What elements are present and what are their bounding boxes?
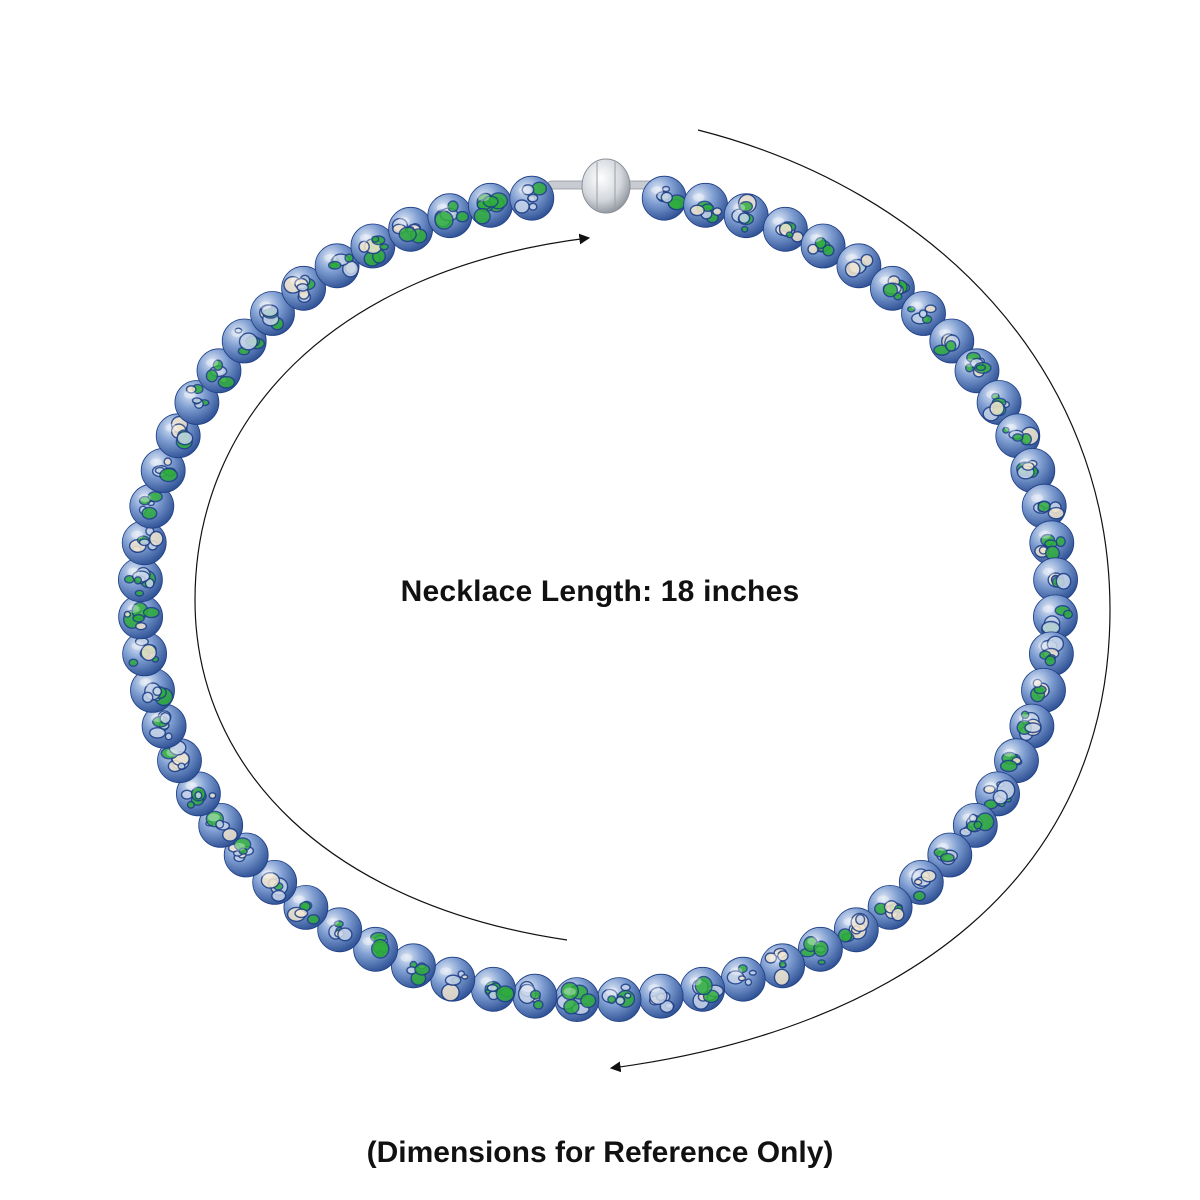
bead	[390, 943, 436, 989]
bead	[353, 926, 399, 972]
bead	[283, 885, 329, 930]
bead	[350, 223, 396, 269]
bead	[1009, 703, 1055, 749]
bead	[388, 206, 434, 252]
bead	[467, 182, 513, 228]
bead	[901, 291, 946, 336]
bead	[898, 860, 944, 905]
bead	[427, 193, 473, 239]
bead	[952, 803, 998, 848]
bead	[994, 738, 1039, 784]
bead	[122, 631, 168, 677]
bead	[141, 703, 187, 749]
bead	[252, 860, 298, 905]
bead	[221, 318, 267, 364]
bead	[1021, 668, 1066, 713]
bead	[157, 738, 202, 784]
bead	[723, 193, 769, 239]
bead	[870, 265, 915, 311]
bead	[720, 956, 766, 1002]
bead	[976, 380, 1022, 425]
bead	[130, 668, 175, 713]
bead	[121, 520, 167, 566]
bead	[800, 223, 846, 269]
bead	[250, 291, 295, 336]
bead	[763, 206, 808, 252]
bead	[198, 803, 244, 848]
bead	[430, 956, 476, 1002]
bead	[129, 483, 175, 529]
bead	[554, 977, 600, 1022]
bead-strand	[117, 175, 1078, 1022]
bead	[155, 413, 201, 459]
bead	[798, 926, 843, 972]
bead	[596, 977, 642, 1022]
bead	[927, 832, 973, 878]
bead	[833, 907, 879, 953]
necklace-length-label: Necklace Length: 18 inches	[400, 575, 800, 608]
bead	[223, 832, 269, 878]
magnetic-ball-clasp-icon	[547, 158, 666, 214]
bead	[1029, 520, 1075, 566]
bead	[317, 907, 363, 953]
bead	[314, 243, 360, 289]
bead	[975, 771, 1020, 817]
outer-length-arrow	[609, 129, 1111, 1073]
bead	[512, 973, 558, 1019]
bead	[683, 182, 728, 228]
bead	[680, 966, 725, 1012]
bead	[509, 175, 555, 221]
bead	[929, 318, 975, 364]
dimensions-disclaimer: (Dimensions for Reference Only)	[366, 1136, 834, 1169]
inner-length-arrow	[194, 233, 591, 941]
bead	[140, 448, 186, 493]
bead	[954, 348, 1000, 394]
bead	[638, 973, 684, 1019]
bead	[867, 885, 913, 930]
bead	[1010, 448, 1056, 493]
bead	[760, 943, 805, 989]
bead	[1021, 483, 1067, 529]
bead	[641, 175, 687, 221]
bead	[174, 380, 220, 425]
bead	[470, 966, 516, 1012]
bead	[117, 557, 163, 603]
bead	[995, 413, 1041, 459]
bead	[118, 594, 164, 640]
bead	[1029, 631, 1074, 677]
bead	[836, 243, 882, 289]
bead	[281, 265, 327, 311]
bead	[196, 348, 242, 394]
bead	[175, 771, 221, 817]
